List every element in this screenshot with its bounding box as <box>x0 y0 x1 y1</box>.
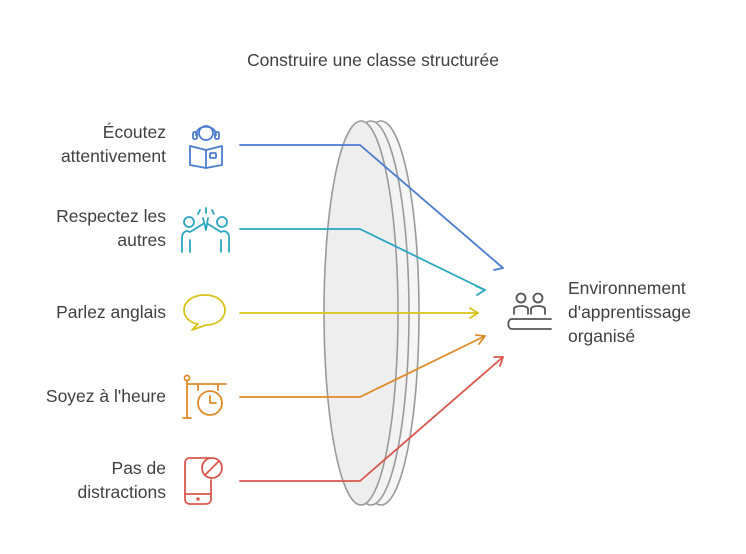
label-output-line2: d'apprentissage <box>568 302 692 322</box>
label-parlez: Parlez anglais <box>0 300 166 324</box>
arrowhead-ecoutez <box>493 261 504 271</box>
phone-forbidden-icon <box>184 457 223 505</box>
label-respectez-line1: Respectez les <box>56 206 166 226</box>
label-respectez-line2: autres <box>117 230 166 250</box>
diagram-title: Construire une classe structurée <box>247 50 499 70</box>
label-soyez-line1: Soyez à l'heure <box>45 386 166 406</box>
speech-bubble-icon <box>183 294 226 331</box>
group-at-desk-icon <box>507 292 552 330</box>
label-distractions: Pas de distractions <box>0 456 166 504</box>
high-five-icon <box>181 207 230 253</box>
arrow-soyez <box>239 335 486 398</box>
reading-person-icon <box>189 125 223 169</box>
arrow-respectez <box>239 228 486 291</box>
label-parlez-line1: Parlez anglais <box>56 302 166 322</box>
label-distractions-line2: distractions <box>77 482 166 502</box>
label-output: Environnement d'apprentissage organisé <box>568 276 738 348</box>
arrowhead-respectez <box>475 285 486 296</box>
label-ecoutez: Écoutez attentivement <box>0 120 166 168</box>
label-soyez: Soyez à l'heure <box>0 384 166 408</box>
arrow-ecoutez <box>239 144 504 269</box>
hanging-clock-icon <box>182 374 227 419</box>
label-ecoutez-line2: attentivement <box>60 146 166 166</box>
label-output-line3: organisé <box>568 326 636 346</box>
label-ecoutez-line1: Écoutez <box>102 122 166 142</box>
label-output-line1: Environnement <box>568 278 686 298</box>
label-distractions-line1: Pas de <box>111 458 166 478</box>
arrowhead-parlez <box>469 307 479 319</box>
arrowhead-soyez <box>475 334 486 345</box>
arrow-distractions <box>239 356 504 482</box>
arrowhead-distractions <box>493 356 504 367</box>
label-respectez: Respectez les autres <box>0 204 166 252</box>
